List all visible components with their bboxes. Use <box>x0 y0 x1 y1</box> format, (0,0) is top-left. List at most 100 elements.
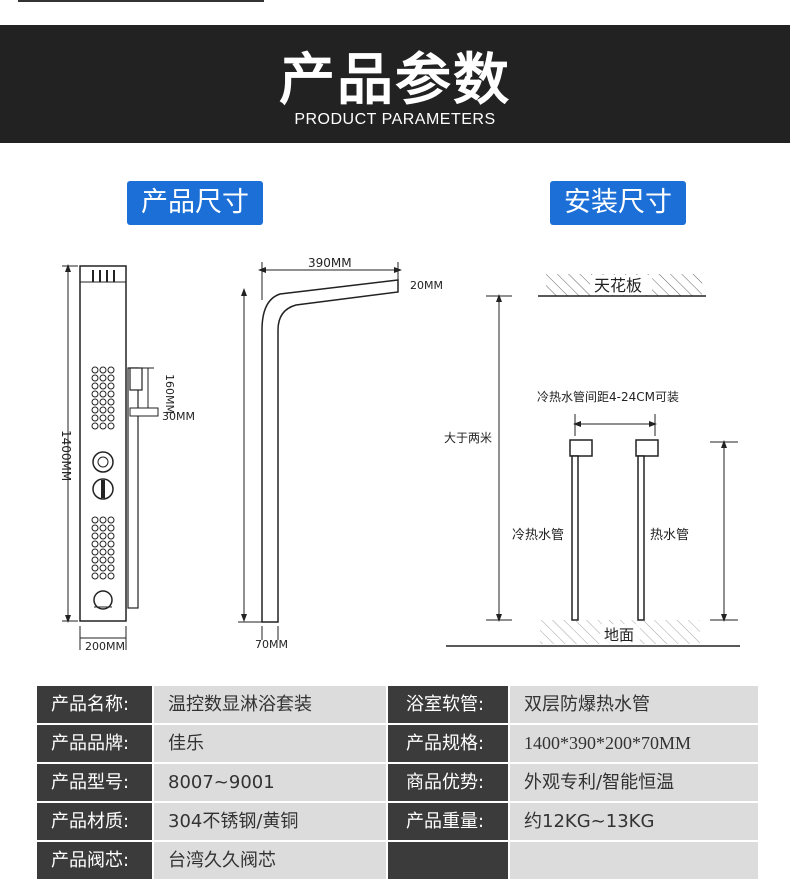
nozzle-icon <box>99 564 107 572</box>
top-divider <box>18 0 264 2</box>
spec-value <box>510 842 758 879</box>
nozzle-icon <box>107 556 115 564</box>
install-diagram: 天花板 大于两米 冷热水管间距4-24CM可装 冷热水管 热水管 地面 <box>444 274 740 647</box>
temperature-knob-icon <box>92 451 114 473</box>
nozzle-icon <box>91 390 99 398</box>
nozzle-icon <box>91 366 99 374</box>
nozzle-icon <box>91 422 99 430</box>
spec-label: 产品阀芯: <box>37 842 152 879</box>
spec-value: 1400*390*200*70MM <box>510 725 758 762</box>
nozzle-icon <box>107 406 115 414</box>
table-row: 产品材质: 304不锈钢/黄铜 产品重量: 约12KG~13KG <box>37 803 758 840</box>
spec-value: 约12KG~13KG <box>510 803 758 840</box>
nozzle-icon <box>107 548 115 556</box>
nozzle-icon <box>107 414 115 422</box>
product-size-badge: 产品尺寸 <box>127 181 263 225</box>
nozzle-grid-bottom <box>91 516 115 580</box>
nozzle-icon <box>91 406 99 414</box>
spec-value: 温控数显淋浴套装 <box>154 686 386 723</box>
nozzle-icon <box>107 564 115 572</box>
spec-value: 8007~9001 <box>154 764 386 801</box>
nozzle-grid-top <box>91 366 115 430</box>
cold-hot-pipe-label: 冷热水管 <box>512 528 564 543</box>
nozzle-icon <box>107 524 115 532</box>
nozzle-icon <box>107 382 115 390</box>
arm-length-label: 390MM <box>308 256 352 270</box>
nozzle-icon <box>91 524 99 532</box>
nozzle-icon <box>99 406 107 414</box>
spec-label: 商品优势: <box>388 764 508 801</box>
nozzle-icon <box>91 572 99 580</box>
header-banner: 产品参数 PRODUCT PARAMETERS <box>0 25 790 143</box>
nozzle-icon <box>107 398 115 406</box>
nozzle-icon <box>107 532 115 540</box>
floor-label: 地面 <box>604 626 634 644</box>
nozzle-icon <box>91 382 99 390</box>
nozzle-icon <box>99 382 107 390</box>
pipe-spacing-label: 冷热水管间距4-24CM可装 <box>537 389 679 404</box>
nozzle-icon <box>107 540 115 548</box>
nozzle-icon <box>91 540 99 548</box>
spec-value: 佳乐 <box>154 725 386 762</box>
nozzle-icon <box>91 516 99 524</box>
valve-knob-icon <box>92 478 114 500</box>
spec-value: 双层防爆热水管 <box>510 686 758 723</box>
nozzle-icon <box>91 564 99 572</box>
table-row: 产品阀芯: 台湾久久阀芯 <box>37 842 758 879</box>
nozzle-icon <box>99 390 107 398</box>
spec-label <box>388 842 508 879</box>
spec-label: 产品名称: <box>37 686 152 723</box>
nozzle-icon <box>107 366 115 374</box>
nozzle-icon <box>107 422 115 430</box>
nozzle-icon <box>99 516 107 524</box>
spec-value: 304不锈钢/黄铜 <box>154 803 386 840</box>
nozzle-icon <box>99 366 107 374</box>
nozzle-icon <box>99 572 107 580</box>
nozzle-icon <box>99 398 107 406</box>
table-row: 产品品牌: 佳乐 产品规格: 1400*390*200*70MM <box>37 725 758 762</box>
height-dim-label: 1400MM <box>59 430 73 481</box>
nozzle-icon <box>99 532 107 540</box>
nozzle-icon <box>107 516 115 524</box>
width-dim-label: 200MM <box>85 640 125 653</box>
spec-value: 外观专利/智能恒温 <box>510 764 758 801</box>
holder-width-label: 30MM <box>162 410 195 423</box>
nozzle-icon <box>91 398 99 406</box>
table-row: 产品名称: 温控数显淋浴套装 浴室软管: 双层防爆热水管 <box>37 686 758 723</box>
install-size-badge: 安装尺寸 <box>550 181 686 225</box>
ceiling-label: 天花板 <box>594 276 642 295</box>
handshower-outlet-icon <box>93 590 113 610</box>
page-subtitle: PRODUCT PARAMETERS <box>294 111 496 128</box>
hot-pipe-label: 热水管 <box>650 528 689 543</box>
nozzle-icon <box>91 548 99 556</box>
nozzle-icon <box>91 532 99 540</box>
min-height-label: 大于两米 <box>444 431 492 445</box>
nozzle-icon <box>91 374 99 382</box>
nozzle-icon <box>99 422 107 430</box>
table-row: 产品型号: 8007~9001 商品优势: 外观专利/智能恒温 <box>37 764 758 801</box>
nozzle-icon <box>99 524 107 532</box>
nozzle-icon <box>99 414 107 422</box>
panel-side-view: 390MM 20MM 70MM <box>238 256 443 651</box>
nozzle-icon <box>107 390 115 398</box>
nozzle-icon <box>99 540 107 548</box>
nozzle-icon <box>91 556 99 564</box>
nozzle-icon <box>91 414 99 422</box>
spec-label: 产品重量: <box>388 803 508 840</box>
nozzle-icon <box>107 374 115 382</box>
nozzle-icon <box>99 374 107 382</box>
nozzle-icon <box>99 548 107 556</box>
panel-front-view: 1400MM 200MM 160MM 30MM <box>59 264 195 653</box>
page-title: 产品参数 <box>279 48 511 113</box>
dimension-diagram: 1400MM 200MM 160MM 30MM 390MM 20MM 70MM … <box>59 256 740 653</box>
spec-label: 浴室软管: <box>388 686 508 723</box>
arm-end-label: 20MM <box>410 279 443 292</box>
spec-label: 产品规格: <box>388 725 508 762</box>
spec-label: 产品型号: <box>37 764 152 801</box>
spec-label: 产品品牌: <box>37 725 152 762</box>
pipe-width-label: 70MM <box>255 638 288 651</box>
spec-value: 台湾久久阀芯 <box>154 842 386 879</box>
holder-height-label: 160MM <box>163 374 176 414</box>
spec-label: 产品材质: <box>37 803 152 840</box>
nozzle-icon <box>107 572 115 580</box>
